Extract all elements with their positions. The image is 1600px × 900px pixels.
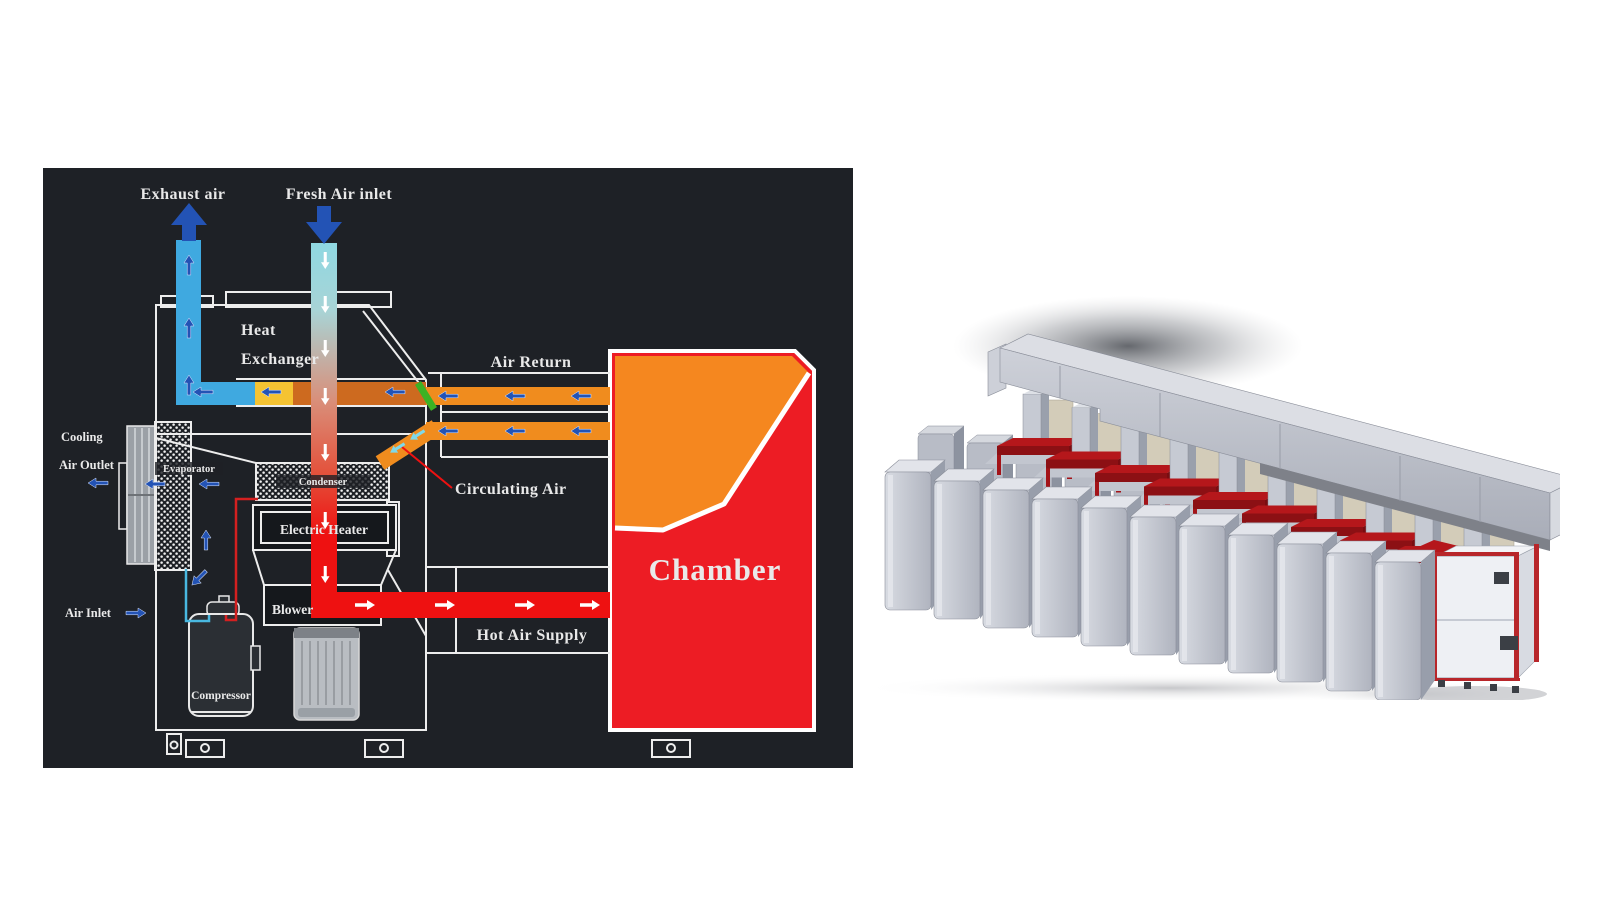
air-inlet-label: Air Inlet (65, 606, 112, 620)
heat-exchanger-label-line1: Heat (241, 322, 276, 339)
electric-heater-label: Electric Heater (280, 522, 368, 537)
circulating-air-pointer (401, 446, 453, 489)
hvac-diagram: Exhaust air Fresh Air inlet Heat Exchang… (43, 168, 853, 768)
hot-air-supply-label: Hot Air Supply (477, 627, 588, 644)
evaporator-assembly (118, 421, 192, 571)
cabinet-feet (166, 733, 691, 758)
chamber-divider (614, 371, 812, 533)
circulating-air-label: Circulating Air (455, 481, 567, 498)
condenser-label: Condenser (299, 477, 348, 488)
cooling-air-outlet-label-line2: Air Outlet (59, 458, 115, 472)
valve-icon (415, 381, 437, 411)
heat-exchanger-label-line2: Exchanger (241, 351, 319, 368)
exhaust-air-label: Exhaust air (140, 186, 225, 203)
refrigerant-line-cold (184, 569, 211, 623)
refrigerant-line-hot (224, 497, 258, 622)
machine-render (860, 296, 1560, 700)
chamber-label: Chamber (649, 552, 782, 587)
conveyor-duct (987, 333, 1560, 551)
chamber-orange-region (615, 356, 809, 530)
compressor-label: Compressor (191, 690, 251, 702)
cooling-air-outlet-label-line1: Cooling (61, 430, 103, 444)
blower-label: Blower (272, 602, 313, 617)
chamber-shape (608, 349, 816, 732)
air-return-label: Air Return (491, 354, 572, 371)
evaporator-label: Evaporator (163, 464, 215, 475)
exhaust-arrow-icon (171, 203, 207, 241)
fresh-air-arrow-icon (306, 206, 342, 244)
circulating-duct (375, 420, 441, 470)
compressor-body (188, 595, 261, 717)
fresh-air-inlet-label: Fresh Air inlet (286, 186, 393, 203)
blower-motor (293, 627, 360, 721)
